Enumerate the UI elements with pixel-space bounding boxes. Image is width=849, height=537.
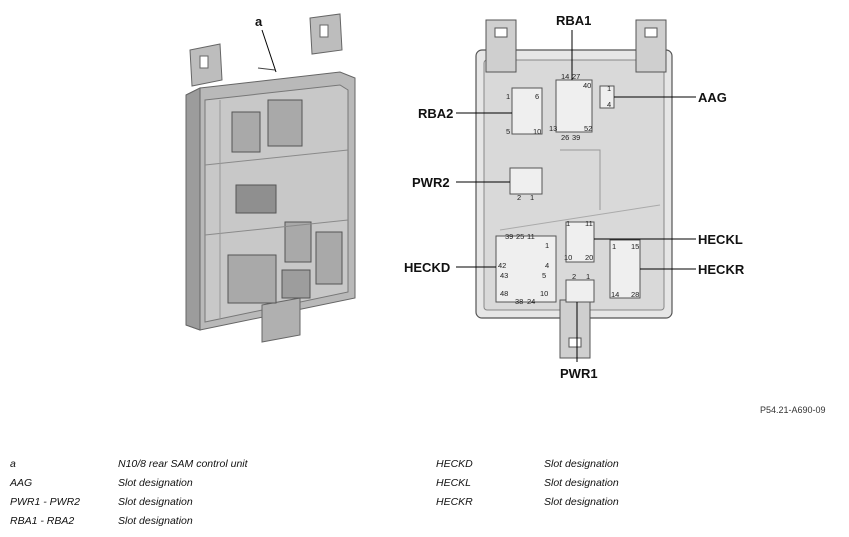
legend-left: a N10/8 rear SAM control unit AAG Slot des… xyxy=(10,455,248,531)
pin-number: 1 xyxy=(530,193,534,202)
pin-number: 40 xyxy=(583,81,591,90)
pin-number: 11 xyxy=(527,232,535,241)
legend-value: Slot designation xyxy=(544,496,619,508)
pin-number: 4 xyxy=(607,100,611,109)
pin-number: 26 xyxy=(561,133,569,142)
pin-number: 10 xyxy=(533,127,541,136)
pin-number: 38 xyxy=(515,297,523,306)
legend-row: HECKL Slot designation xyxy=(436,474,619,493)
control-unit-3d-view xyxy=(185,13,356,343)
sam-control-unit-diagram: a xyxy=(185,13,745,381)
pin-number: 5 xyxy=(542,271,546,280)
pin-number: 1 xyxy=(506,92,510,101)
pin-number: 15 xyxy=(631,242,639,251)
pin-number: 2 xyxy=(572,272,576,281)
legend-key: HECKD xyxy=(436,458,473,470)
heckd-label: HECKD xyxy=(404,260,450,275)
legend-row: RBA1 - RBA2 Slot designation xyxy=(10,512,248,531)
legend-row: AAG Slot designation xyxy=(10,474,248,493)
heckl-label: HECKL xyxy=(698,232,743,247)
legend-value: Slot designation xyxy=(544,477,619,489)
pwr2-label: PWR2 xyxy=(412,175,450,190)
control-unit-front-view xyxy=(475,19,673,359)
rba2-label: RBA2 xyxy=(418,106,453,121)
pin-number: 25 xyxy=(516,232,524,241)
legend-key: PWR1 - PWR2 xyxy=(10,496,81,508)
legend-row: HECKD Slot designation xyxy=(436,455,619,474)
pin-number: 27 xyxy=(572,72,580,81)
pin-number: 28 xyxy=(631,290,639,299)
legend-key: a xyxy=(10,458,16,470)
pin-number: 39 xyxy=(505,232,513,241)
legend-row: a N10/8 rear SAM control unit xyxy=(10,455,248,474)
pwr1-label: PWR1 xyxy=(560,366,598,381)
pin-number: 48 xyxy=(500,289,508,298)
legend-row: HECKR Slot designation xyxy=(436,493,619,512)
pin-number: 4 xyxy=(545,261,549,270)
legend-key: HECKR xyxy=(436,496,473,508)
legend-key: AAG xyxy=(10,477,33,489)
rba1-label: RBA1 xyxy=(556,13,591,28)
legend-right: HECKD Slot designation HECKL Slot designat… xyxy=(436,455,619,512)
pin-number: 6 xyxy=(535,92,539,101)
pin-number: 24 xyxy=(527,297,535,306)
callout-a-label: a xyxy=(255,14,263,29)
legend-key: HECKL xyxy=(436,477,472,489)
pin-number: 1 xyxy=(586,272,590,281)
pin-number: 11 xyxy=(585,219,593,228)
pin-number: 1 xyxy=(607,84,611,93)
legend-value: Slot designation xyxy=(544,458,619,470)
legend-value: N10/8 rear SAM control unit xyxy=(118,458,248,470)
pin-number: 39 xyxy=(572,133,580,142)
pin-number: 1 xyxy=(566,219,570,228)
pin-number: 5 xyxy=(506,127,510,136)
legend-key: RBA1 - RBA2 xyxy=(10,515,75,527)
heckr-label: HECKR xyxy=(698,262,745,277)
pin-number: 20 xyxy=(585,253,593,262)
leader-lines xyxy=(456,30,696,362)
pin-number: 1 xyxy=(545,241,549,250)
pin-number: 42 xyxy=(498,261,506,270)
legend-value: Slot designation xyxy=(118,496,193,508)
pin-number: 13 xyxy=(549,124,557,133)
pin-number: 1 xyxy=(612,242,616,251)
pin-number: 10 xyxy=(564,253,572,262)
pin-number: 10 xyxy=(540,289,548,298)
pin-number: 43 xyxy=(500,271,508,280)
aag-label: AAG xyxy=(698,90,727,105)
pin-number: 14 xyxy=(561,72,569,81)
pin-number: 2 xyxy=(517,193,521,202)
legend-value: Slot designation xyxy=(118,515,193,527)
pin-number: 14 xyxy=(611,290,619,299)
legend-value: Slot designation xyxy=(118,477,193,489)
pin-number: 52 xyxy=(584,124,592,133)
figure-reference: P54.21-A690-09 xyxy=(760,405,826,415)
legend-row: PWR1 - PWR2 Slot designation xyxy=(10,493,248,512)
